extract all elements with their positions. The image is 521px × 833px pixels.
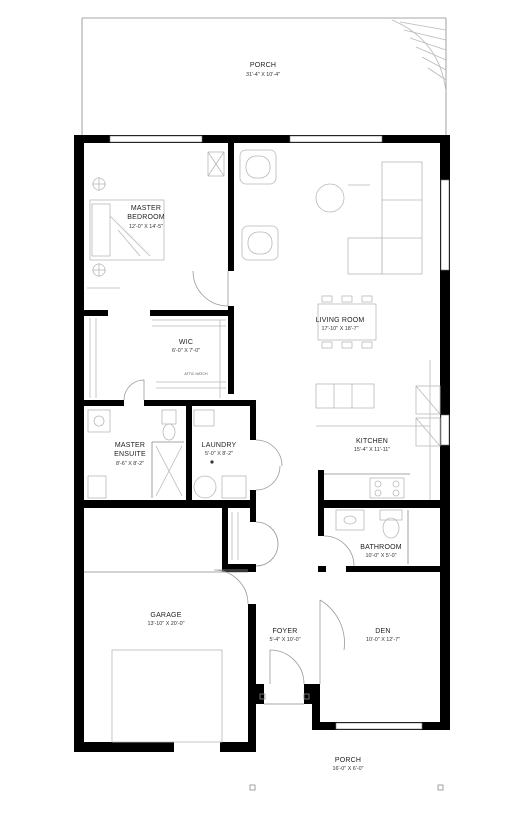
kitchen-name: KITCHEN [356, 438, 388, 445]
bathroom-fixtures: BATHROOM 10'-0" X 5'-0" [323, 509, 409, 567]
back-porch-area [81, 17, 447, 135]
laundry-size: 5'-0" X 8'-2" [205, 451, 233, 457]
master-ensuite-name: MASTER [115, 442, 145, 449]
kitchen-fixtures: KITCHEN 15'-4" X 11'-11" [315, 360, 441, 500]
garage-name: GARAGE [150, 612, 181, 619]
laundry-fixtures: LAUNDRY 5'-0" X 8'-2" [193, 409, 283, 499]
master-ensuite-size: 8'-6" X 8'-2" [116, 461, 144, 467]
foyer-name: FOYER [272, 628, 297, 635]
den-area: DEN 10'-0" X 12'-7" [366, 628, 400, 643]
back-porch-size: 31'-4" X 10'-4" [246, 72, 280, 78]
master-bedroom-size: 12'-0" X 14'-5" [129, 224, 163, 230]
master-bedroom-name: MASTER [131, 205, 161, 212]
den-name: DEN [375, 628, 390, 635]
bedroom-label: MASTER BEDROOM 12'-0" X 14'-5" [127, 205, 165, 230]
front-porch-name: PORCH [335, 757, 361, 764]
garage-area: GARAGE 13'-10" X 20'-0" [84, 569, 249, 743]
foyer-size: 5'-4" X 10'-0" [269, 637, 300, 643]
living-room-name: LIVING ROOM [316, 317, 365, 324]
attic-hatch-note: ATTIC HATCH [184, 372, 208, 376]
garage-size: 13'-10" X 20'-0" [147, 621, 184, 627]
foyer-area: FOYER 5'-4" X 10'-0" [264, 599, 345, 705]
exterior-walls [74, 135, 450, 752]
master-bedroom-name-line2: BEDROOM [127, 214, 165, 221]
living-room-furniture: LIVING ROOM 17'-10" X 18'-7" [239, 149, 423, 349]
master-bedroom-furniture [87, 151, 225, 289]
kitchen-size: 15'-4" X 11'-11" [354, 447, 390, 453]
den-size: 10'-0" X 12'-7" [366, 637, 400, 643]
wic-size: 6'-0" X 7'-0" [172, 348, 200, 354]
back-porch-name: PORCH [250, 62, 276, 69]
master-ensuite-fixtures: MASTER ENSUITE 8'-6" X 8'-2" [87, 409, 184, 499]
bathroom-size: 10'-0" X 5'-0" [365, 553, 396, 559]
front-porch-area: PORCH 16'-0" X 6'-0" [208, 693, 444, 791]
front-porch-size: 16'-0" X 6'-0" [332, 766, 363, 772]
living-room-size: 17'-10" X 18'-7" [321, 326, 358, 332]
foyer-closet [231, 512, 279, 567]
wic-area: WIC 6'-0" X 7'-0" ATTIC HATCH [89, 318, 226, 401]
interior-walls [74, 143, 450, 752]
laundry-name: LAUNDRY [202, 442, 237, 449]
master-ensuite-name-line2: ENSUITE [114, 451, 146, 458]
bathroom-name: BATHROOM [360, 544, 402, 551]
wic-name: WIC [179, 339, 193, 346]
